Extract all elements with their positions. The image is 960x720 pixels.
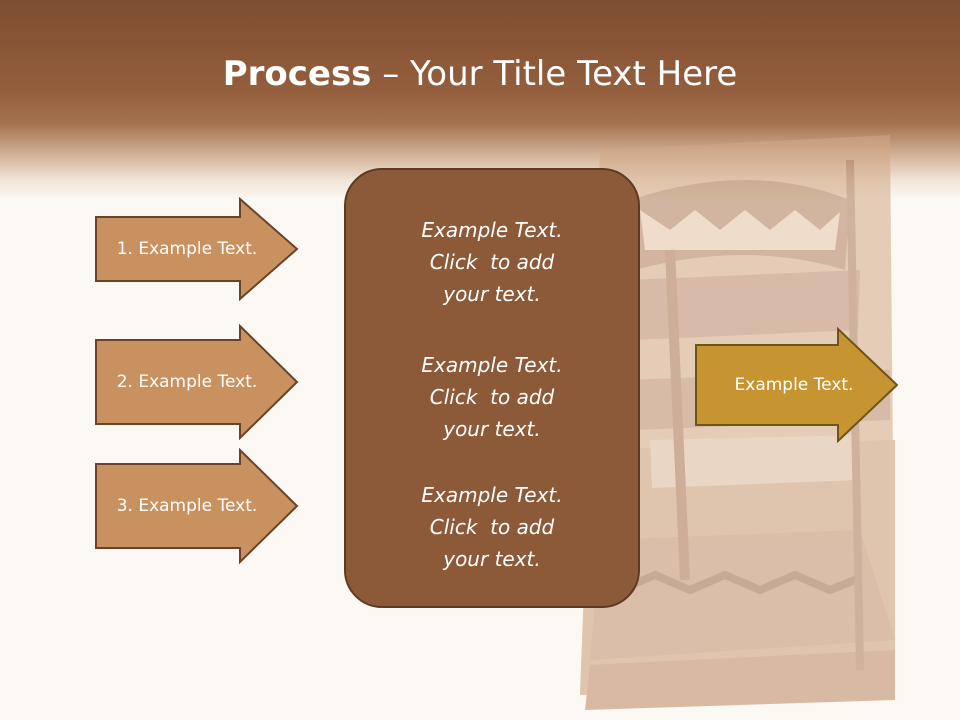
process-text-line: Example Text. xyxy=(421,218,563,242)
input-arrow-label: 2. Example Text. xyxy=(116,372,258,392)
process-text-block-3: Example Text. Click to add your text. xyxy=(346,479,638,575)
output-arrow-label: Example Text. xyxy=(734,375,854,395)
input-arrow-2: 2. Example Text. xyxy=(94,324,300,440)
title-bold: Process xyxy=(222,54,372,94)
input-arrow-3: 3. Example Text. xyxy=(94,448,300,564)
output-arrow: Example Text. xyxy=(694,327,900,443)
process-text-line: your text. xyxy=(443,547,541,571)
input-arrow-label: 3. Example Text. xyxy=(116,496,258,516)
slide-title: Process – Your Title Text Here xyxy=(0,52,960,96)
process-text-line: your text. xyxy=(443,282,541,306)
arrow-shape xyxy=(95,448,299,564)
process-text-block-2: Example Text. Click to add your text. xyxy=(346,349,638,445)
process-text-line: Click to add xyxy=(429,515,555,539)
title-rest: – Your Title Text Here xyxy=(371,54,738,94)
input-arrow-1: 1. Example Text. xyxy=(94,197,300,301)
process-text-line: Example Text. xyxy=(421,353,563,377)
process-text-line: Example Text. xyxy=(421,483,563,507)
process-text-line: your text. xyxy=(443,417,541,441)
process-text-line: Click to add xyxy=(429,250,555,274)
process-box: Example Text. Click to add your text. Ex… xyxy=(344,168,640,608)
arrow-shape xyxy=(95,324,299,440)
arrow-shape xyxy=(695,327,899,443)
input-arrow-label: 1. Example Text. xyxy=(116,239,258,259)
arrow-shape xyxy=(95,197,299,301)
process-text-line: Click to add xyxy=(429,385,555,409)
process-text-block-1: Example Text. Click to add your text. xyxy=(346,214,638,310)
